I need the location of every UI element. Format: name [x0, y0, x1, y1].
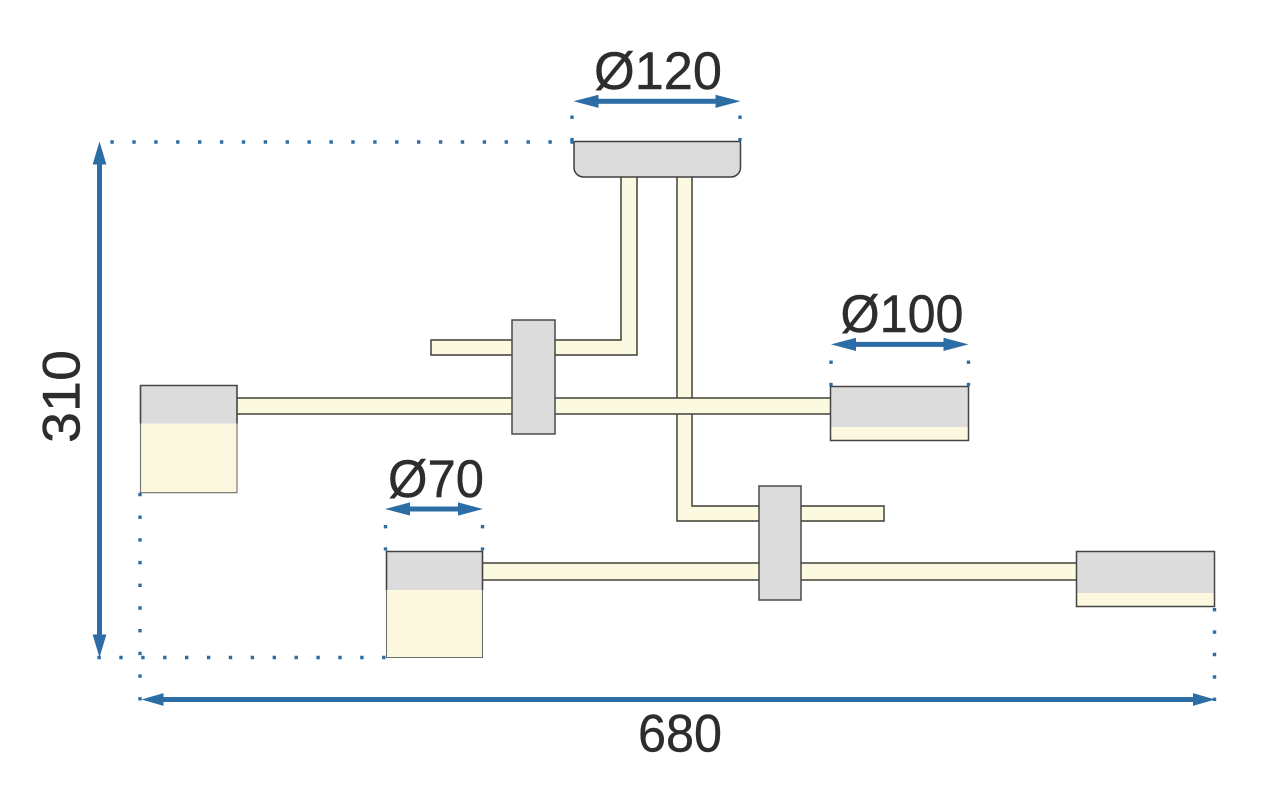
svg-text:310: 310 — [32, 350, 91, 443]
svg-text:Ø100: Ø100 — [841, 285, 964, 344]
svg-text:Ø70: Ø70 — [388, 450, 484, 509]
svg-text:Ø120: Ø120 — [594, 42, 722, 101]
svg-text:680: 680 — [638, 705, 722, 764]
